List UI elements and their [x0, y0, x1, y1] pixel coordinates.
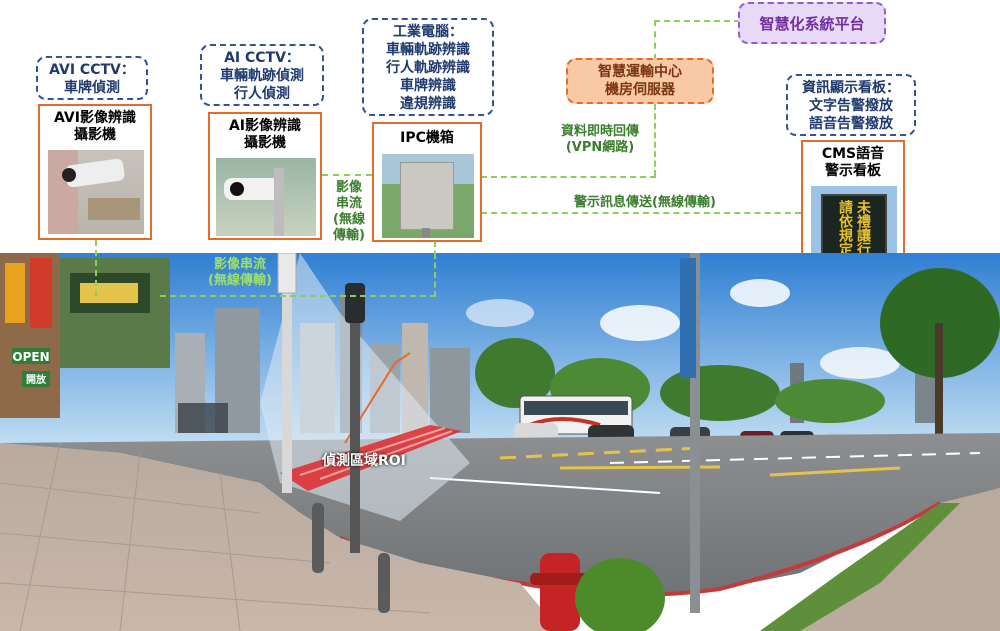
connector-server-down [654, 104, 656, 176]
connector-platform-horizontal [654, 20, 740, 22]
avi-cctv-line2: 車牌偵測 [64, 80, 120, 96]
stream-vertical-label: 影像 串流 (無線 傳輸) [326, 180, 372, 244]
connector-platform-vertical [654, 20, 656, 60]
ai-cctv-line3: 行人偵測 [234, 86, 290, 102]
ai-camera-line2: 攝影機 [244, 135, 286, 151]
roi-area [280, 425, 462, 491]
stream-h2: (無線傳輸) [208, 273, 272, 288]
ipc-pc-line4: 車牌辨識 [400, 78, 456, 94]
realtime-line1: 資料即時回傳 [560, 124, 639, 139]
server-line2: 機房伺服器 [605, 82, 675, 98]
ipc-pc-line5: 違規辨識 [400, 96, 456, 112]
realtime-line2: (VPN網路) [565, 140, 635, 155]
server-line1: 智慧運輸中心 [598, 64, 682, 80]
camera-pole [282, 253, 292, 493]
connector-ai-to-ipc [322, 174, 372, 176]
connector-server-to-ipc [481, 176, 656, 178]
realtime-link-label: 資料即時回傳 (VPN網路) [546, 124, 654, 156]
connector-ipc-to-cms [481, 212, 801, 214]
street-scene-graphic: OPEN 開放 [0, 253, 1000, 631]
stream-v4: 傳輸) [333, 228, 365, 243]
cms-board-line1: CMS語音 [821, 146, 885, 162]
stream-horizontal-label: 影像串流 (無線傳輸) [198, 257, 282, 289]
ai-cctv-label-box: AI CCTV： 車輛軌跡偵測 行人偵測 [200, 44, 324, 106]
road [0, 433, 1000, 598]
connector-stream-overlay [160, 295, 436, 297]
traffic-light-pole [350, 283, 360, 553]
stream-v3: (無線 [333, 212, 365, 227]
ai-cctv-line1: AI CCTV： [224, 50, 300, 66]
roi-label-text: 偵測區域ROI [322, 453, 406, 469]
platform-label: 智慧化系統平台 [759, 14, 865, 33]
fire-hydrant [540, 553, 580, 631]
avi-camera-photo [48, 150, 144, 234]
platform-box: 智慧化系統平台 [738, 2, 886, 44]
connector-ipc-down-overlay [434, 253, 436, 297]
avi-camera-box: AVI影像辨識 攝影機 [38, 104, 152, 240]
ai-camera-photo [216, 158, 316, 236]
roi-label: 偵測區域ROI [322, 450, 406, 470]
avi-camera-line1: AVI影像辨識 [54, 110, 136, 126]
server-box: 智慧運輸中心 機房伺服器 [566, 58, 714, 104]
shop-sign-open [12, 348, 50, 364]
ipc-box-photo [382, 154, 474, 238]
cms-info-label-box: 資訊顯示看板： 文字告警撥放 語音告警撥放 [786, 74, 916, 136]
ipc-pc-line3: 行人軌跡辨識 [386, 60, 470, 76]
ipc-pc-label-box: 工業電腦： 車輛軌跡辨識 行人軌跡辨識 車牌辨識 違規辨識 [362, 18, 494, 116]
ai-camera-line1: AI影像辨識 [228, 118, 302, 134]
ai-cctv-line2: 車輛軌跡偵測 [220, 68, 304, 84]
sign-pole [690, 253, 700, 613]
stream-v2: 串流 [335, 196, 362, 211]
ai-camera-box: AI影像辨識 攝影機 [208, 112, 322, 240]
shop-kai-text: 開放 [26, 373, 47, 386]
cms-info-line1: 資訊顯示看板： [802, 80, 900, 96]
ipc-box-title: IPC機箱 [400, 130, 454, 146]
avi-cctv-label-box: AVI CCTV： 車牌偵測 [36, 56, 148, 100]
cms-info-line2: 文字告警撥放 [809, 98, 893, 114]
alert-line: 警示訊息傳送(無線傳輸) [574, 195, 716, 210]
stream-h1: 影像串流 [213, 257, 266, 272]
ipc-box: IPC機箱 [372, 122, 482, 242]
roi-connector [344, 352, 411, 444]
alert-link-label: 警示訊息傳送(無線傳輸) [560, 195, 730, 211]
avi-camera-line2: 攝影機 [74, 127, 116, 143]
ipc-pc-line2: 車輛軌跡辨識 [386, 42, 470, 58]
avi-cctv-line1: AVI CCTV： [49, 62, 135, 78]
sidewalk-left [0, 443, 560, 631]
cms-board-line2: 警示看板 [825, 163, 881, 179]
cms-info-line3: 語音告警撥放 [809, 116, 893, 132]
shop-open-text: OPEN [12, 350, 49, 364]
camera-fov [260, 253, 470, 521]
stream-v1: 影像 [335, 180, 362, 195]
street-scene: OPEN 開放 [0, 253, 1000, 631]
connector-avi-down [95, 240, 97, 296]
ipc-pc-line1: 工業電腦： [393, 24, 463, 40]
